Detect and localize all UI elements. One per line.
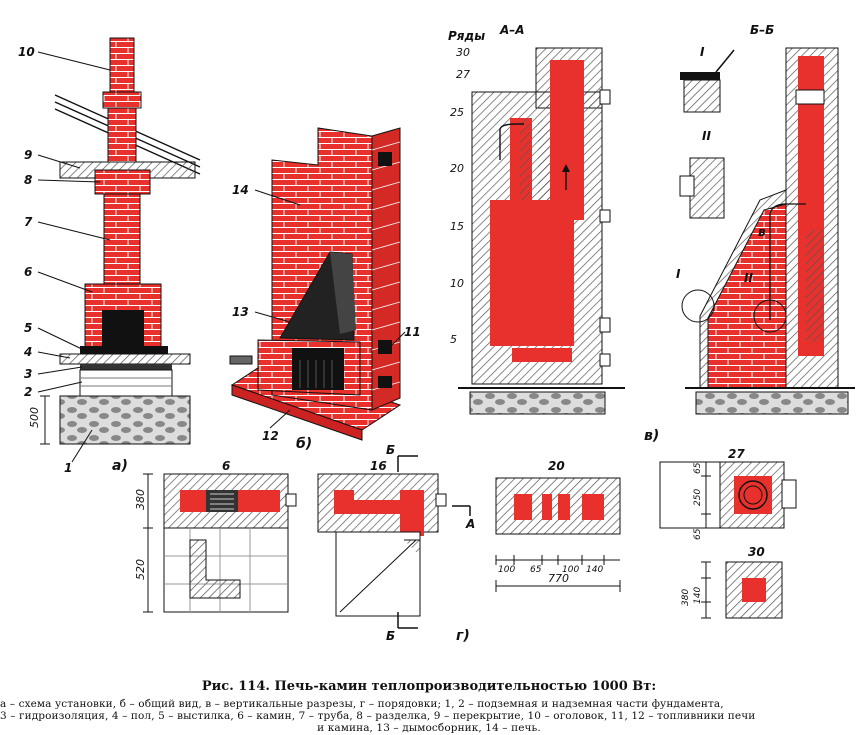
cut-b-top: Б xyxy=(386,443,395,457)
details-i-ii xyxy=(679,49,735,219)
floor xyxy=(59,353,191,365)
plan-6-label: 6 xyxy=(222,459,230,473)
caption-line-1: а – схема установки, б – общий вид, в – … xyxy=(0,698,724,710)
aa-firebox xyxy=(490,220,574,346)
dim-520: 520 xyxy=(134,559,147,580)
row-10: 10 xyxy=(450,277,464,290)
dim-380-30: 380 xyxy=(681,589,691,606)
callout-4: 4 xyxy=(23,345,32,359)
mark-detail-ii: II xyxy=(702,129,711,143)
row-27: 27 xyxy=(456,68,470,81)
fireplace-firebox xyxy=(292,348,344,390)
dim-380: 380 xyxy=(134,489,147,510)
row-20: 20 xyxy=(450,162,464,175)
cut-a: А xyxy=(465,517,475,531)
panel-a-installation-scheme: 500 10 9 8 7 6 5 4 3 2 1 а) xyxy=(18,37,201,475)
mark-circle-i: I xyxy=(676,267,681,281)
callout-2: 2 xyxy=(24,385,32,399)
callout-5: 5 xyxy=(24,321,32,335)
chimney-cut xyxy=(94,169,151,195)
dim-65: 65 xyxy=(530,565,542,575)
callout-3: 3 xyxy=(24,367,32,381)
plan-27-label: 27 xyxy=(728,447,745,461)
callout-11: 11 xyxy=(404,325,421,339)
plan-16-label: 16 xyxy=(370,459,387,473)
panel-b-tag: б) xyxy=(296,436,312,452)
callout-10: 10 xyxy=(18,45,35,59)
dim-770: 770 xyxy=(548,572,569,585)
dim-500: 500 xyxy=(28,407,41,428)
plan-row-20: 20 100 65 100 140 770 xyxy=(495,459,621,592)
dim-65-bottom: 65 xyxy=(693,528,703,540)
panel-a-tag: а) xyxy=(112,458,128,474)
figure-title: Рис. 114. Печь-камин теплопроизводительн… xyxy=(201,679,657,694)
callout-9: 9 xyxy=(24,148,32,162)
underground-foundation xyxy=(59,395,191,445)
mark-circle-ii: II xyxy=(744,271,753,285)
row-15: 15 xyxy=(450,220,464,233)
plan-20-label: 20 xyxy=(548,459,565,473)
dim-100a: 100 xyxy=(498,565,515,575)
chimney-head xyxy=(109,37,135,101)
caption-line-3: и камина, 13 – дымосборник, 14 – печь. xyxy=(317,722,541,734)
fireplace-opening xyxy=(102,310,144,346)
mark-v: в xyxy=(758,225,766,239)
plan-row-6: 6 380 520 xyxy=(134,459,297,613)
panel-g-row-plans: 6 380 520 16 Б Б xyxy=(134,443,797,644)
section-aa xyxy=(458,47,625,415)
row-25: 25 xyxy=(450,106,464,119)
dim-100b: 100 xyxy=(562,565,579,575)
caption-line-2: 3 – гидроизоляция, 4 – пол, 5 – выстилка… xyxy=(0,710,756,722)
mark-detail-i: I xyxy=(700,45,705,59)
plan-30-label: 30 xyxy=(748,545,765,559)
bb-fireplace xyxy=(707,203,787,389)
above-ground-foundation xyxy=(79,369,173,397)
section-bb-label: Б–Б xyxy=(750,23,774,37)
callout-13: 13 xyxy=(232,305,249,319)
section-bb xyxy=(681,47,855,415)
detail-circle-2 xyxy=(753,299,787,333)
plan-row-30: 30 140 380 xyxy=(681,545,783,619)
detail-circle-1 xyxy=(681,289,715,323)
technical-drawing: 500 10 9 8 7 6 5 4 3 2 1 а) xyxy=(18,23,855,644)
dim-140: 140 xyxy=(586,565,603,575)
callout-1: 1 xyxy=(64,461,72,475)
row-5: 5 xyxy=(450,333,457,346)
panel-g-tag: г) xyxy=(456,628,470,644)
cut-b-bottom: Б xyxy=(386,629,395,643)
plan-row-27: 27 65 250 65 xyxy=(659,447,797,540)
callout-12: 12 xyxy=(262,429,279,443)
callout-8: 8 xyxy=(24,173,32,187)
callout-14: 14 xyxy=(232,183,249,197)
callout-6: 6 xyxy=(24,265,32,279)
panel-b-general-view: 14 13 11 12 б) xyxy=(229,127,421,452)
plan-row-16: 16 Б Б А xyxy=(317,443,475,643)
row-30: 30 xyxy=(456,46,470,59)
panel-v-vertical-sections: Ряды 30 27 25 20 15 10 5 А–А Б–Б xyxy=(448,23,855,444)
rows-header: Ряды xyxy=(448,29,485,43)
callout-7: 7 xyxy=(24,215,33,229)
dim-140-30: 140 xyxy=(693,587,703,604)
dim-250: 250 xyxy=(693,489,703,506)
section-aa-label: А–А xyxy=(499,23,525,37)
dim-65-top: 65 xyxy=(693,462,703,474)
chimney-pipe xyxy=(103,193,141,285)
waterproofing xyxy=(80,364,172,370)
panel-v-tag: в) xyxy=(644,428,659,444)
